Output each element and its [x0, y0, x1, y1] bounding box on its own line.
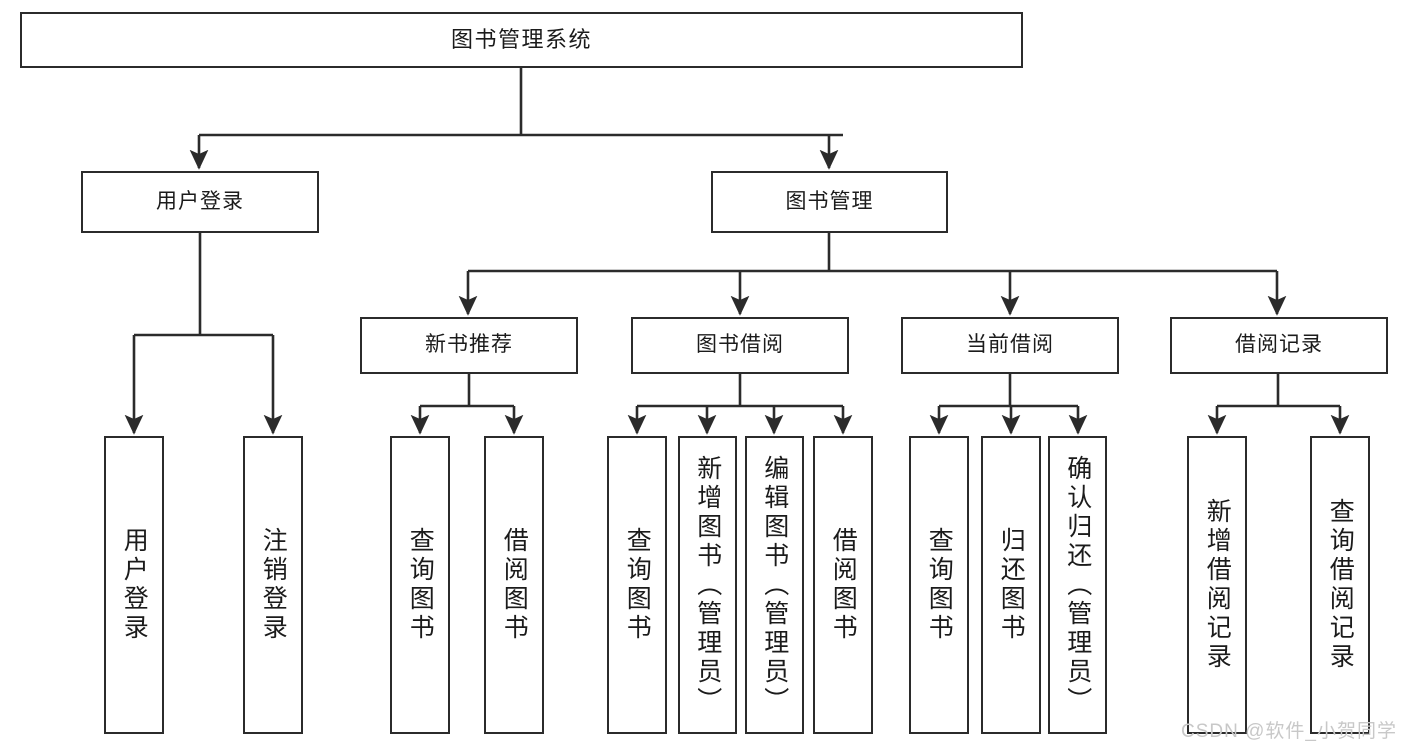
leaf-add-borrow-record[interactable]: 新增借阅记录: [1187, 436, 1247, 734]
node-label: 查询图书: [925, 527, 954, 643]
node-borrow-records[interactable]: 借阅记录: [1170, 317, 1388, 374]
node-label: 用户登录: [156, 189, 244, 213]
leaf-query-books[interactable]: 查询图书: [607, 436, 667, 734]
leaf-user-login[interactable]: 用户登录: [104, 436, 164, 734]
node-label: 确认归还（管理员）: [1063, 454, 1092, 716]
node-label: 新增图书（管理员）: [693, 454, 722, 716]
node-root-system[interactable]: 图书管理系统: [20, 12, 1023, 68]
node-label: 新增借阅记录: [1203, 498, 1232, 672]
node-label: 借阅图书: [829, 527, 858, 643]
node-label: 当前借阅: [966, 333, 1054, 357]
node-label: 图书管理: [785, 189, 874, 213]
node-label: 查询借阅记录: [1326, 498, 1355, 672]
node-book-management[interactable]: 图书管理: [711, 171, 948, 233]
leaf-query-books-current[interactable]: 查询图书: [909, 436, 969, 734]
node-label: 注销登录: [259, 527, 288, 643]
node-label: 新书推荐: [425, 333, 513, 357]
leaf-add-book-admin[interactable]: 新增图书（管理员）: [678, 436, 737, 734]
node-label: 归还图书: [997, 527, 1026, 643]
leaf-query-borrow-record[interactable]: 查询借阅记录: [1310, 436, 1370, 734]
node-label: 借阅图书: [500, 527, 529, 643]
leaf-edit-book-admin[interactable]: 编辑图书（管理员）: [745, 436, 804, 734]
leaf-query-books-recommend[interactable]: 查询图书: [390, 436, 450, 734]
leaf-return-books[interactable]: 归还图书: [981, 436, 1041, 734]
leaf-logout[interactable]: 注销登录: [243, 436, 303, 734]
node-user-login[interactable]: 用户登录: [81, 171, 319, 233]
node-label: 查询图书: [406, 527, 435, 643]
node-label: 图书管理系统: [450, 27, 592, 53]
node-current-borrow[interactable]: 当前借阅: [901, 317, 1119, 374]
leaf-confirm-return-admin[interactable]: 确认归还（管理员）: [1048, 436, 1107, 734]
leaf-borrow-books-recommend[interactable]: 借阅图书: [484, 436, 544, 734]
watermark-text: CSDN @软件_小贺同学: [1181, 721, 1397, 742]
node-new-book-recommend[interactable]: 新书推荐: [360, 317, 578, 374]
node-book-borrow[interactable]: 图书借阅: [631, 317, 849, 374]
leaf-borrow-books[interactable]: 借阅图书: [813, 436, 873, 734]
node-label: 用户登录: [120, 527, 149, 643]
node-label: 借阅记录: [1235, 333, 1323, 357]
node-label: 编辑图书（管理员）: [760, 454, 789, 716]
node-label: 图书借阅: [696, 333, 784, 357]
node-label: 查询图书: [623, 527, 652, 643]
